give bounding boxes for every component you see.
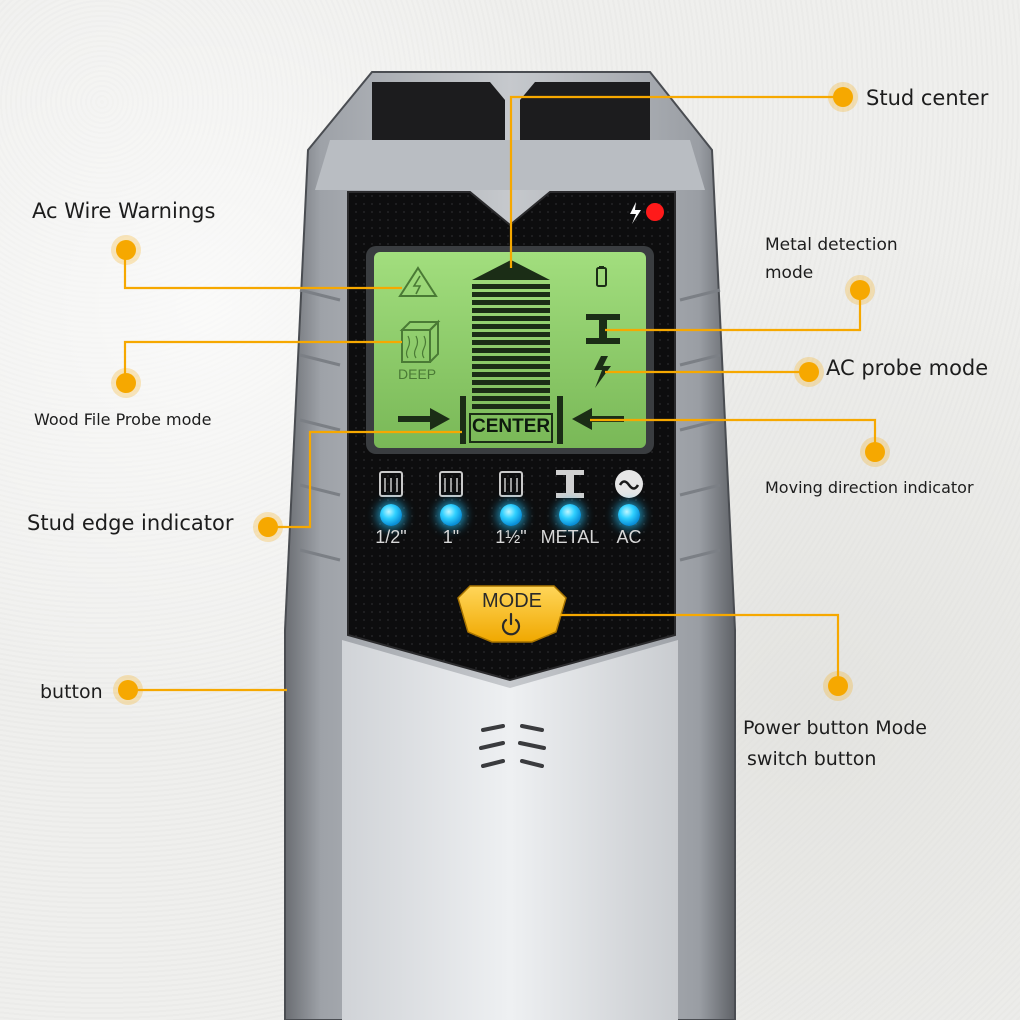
lcd-bar-segment bbox=[472, 404, 550, 409]
led-icon-ac bbox=[615, 470, 643, 498]
lcd-ac-warning-icon bbox=[398, 266, 438, 297]
label-power-button-line2: switch button bbox=[747, 748, 877, 770]
lcd-ac-bolt-icon bbox=[594, 356, 611, 388]
lcd-bar-segment bbox=[472, 340, 550, 345]
lcd-right-edge-bar bbox=[557, 396, 563, 444]
power-icon bbox=[501, 612, 521, 636]
lcd-bar-segment bbox=[472, 300, 550, 305]
lcd-bar-segment bbox=[472, 348, 550, 353]
status-led bbox=[646, 203, 664, 221]
lcd-deep-label: DEEP bbox=[398, 366, 437, 382]
label-ac-probe-mode: AC probe mode bbox=[826, 356, 989, 380]
led-icon-one-half-inch bbox=[499, 471, 523, 497]
label-moving-direction-indicator: Moving direction indicator bbox=[765, 478, 974, 497]
lower-panel bbox=[342, 640, 678, 1020]
lcd-bar-segment bbox=[472, 380, 550, 385]
led-icon-metal bbox=[556, 470, 584, 498]
label-metal-detection-mode: Metal detection mode bbox=[765, 235, 898, 283]
label-stud-center: Stud center bbox=[866, 86, 989, 110]
led-label-one-half-inch: 1½" bbox=[495, 527, 527, 547]
led-ac bbox=[618, 504, 640, 526]
lcd-wood-block-icon bbox=[399, 319, 441, 363]
top-sensor-right bbox=[520, 82, 650, 140]
lcd-bar-segment bbox=[472, 356, 550, 361]
label-button: button bbox=[40, 681, 103, 703]
led-icon-one-inch bbox=[439, 471, 463, 497]
label-power-button-line1: Power button Mode bbox=[743, 717, 927, 739]
callout-dot-stud-edge bbox=[258, 517, 278, 537]
callout-dot-metal-mode bbox=[850, 280, 870, 300]
side-ridges-right bbox=[679, 288, 721, 562]
status-bolt-icon bbox=[630, 202, 641, 224]
speaker-grille bbox=[479, 724, 546, 768]
callout-dot-button bbox=[118, 680, 138, 700]
lcd-stud-bar-graph bbox=[472, 260, 550, 409]
side-ridges-left bbox=[299, 288, 341, 562]
led-metal bbox=[559, 504, 581, 526]
lcd-bar-segment bbox=[472, 284, 550, 289]
callout-dot-ac-wire bbox=[116, 240, 136, 260]
lcd-center-label: CENTER bbox=[472, 416, 551, 437]
label-ac-wire-warnings: Ac Wire Warnings bbox=[32, 199, 216, 223]
led-one-inch bbox=[440, 504, 462, 526]
lcd-bar-segment bbox=[472, 308, 550, 313]
label-stud-edge-indicator: Stud edge indicator bbox=[27, 511, 234, 535]
led-icon-half-inch bbox=[379, 471, 403, 497]
lcd-bar-segment bbox=[472, 396, 550, 401]
callout-dot-stud-center bbox=[833, 87, 853, 107]
top-sensor-left bbox=[372, 82, 505, 140]
callout-dot-direction bbox=[865, 442, 885, 462]
callout-lines bbox=[123, 95, 877, 692]
callout-dot-ac-probe bbox=[799, 362, 819, 382]
label-wood-file-probe-mode: Wood File Probe mode bbox=[34, 410, 212, 429]
lcd-left-edge-bar bbox=[460, 396, 466, 444]
led-half-inch bbox=[380, 504, 402, 526]
led-label-ac: AC bbox=[616, 527, 642, 547]
lcd-center-box bbox=[469, 413, 553, 443]
lcd-bar-segment bbox=[472, 388, 550, 393]
led-label-half-inch: 1/2" bbox=[375, 527, 407, 547]
lcd-bar-segment bbox=[472, 292, 550, 297]
lcd-bar-segment bbox=[472, 364, 550, 369]
led-one-half-inch bbox=[500, 504, 522, 526]
lcd-bar-segment bbox=[472, 372, 550, 377]
callout-dot-power-mode bbox=[828, 676, 848, 696]
lcd-metal-icon bbox=[586, 314, 620, 344]
led-label-one-inch: 1" bbox=[442, 527, 460, 547]
lcd-bar-segment bbox=[472, 324, 550, 329]
led-label-metal: METAL bbox=[540, 527, 600, 547]
lcd-bar-segment bbox=[472, 332, 550, 337]
lcd-right-arrow-icon bbox=[398, 408, 450, 430]
callout-dot-wood-probe bbox=[116, 373, 136, 393]
lcd-bar-segment bbox=[472, 316, 550, 321]
mode-button-label[interactable]: MODE bbox=[482, 590, 542, 612]
